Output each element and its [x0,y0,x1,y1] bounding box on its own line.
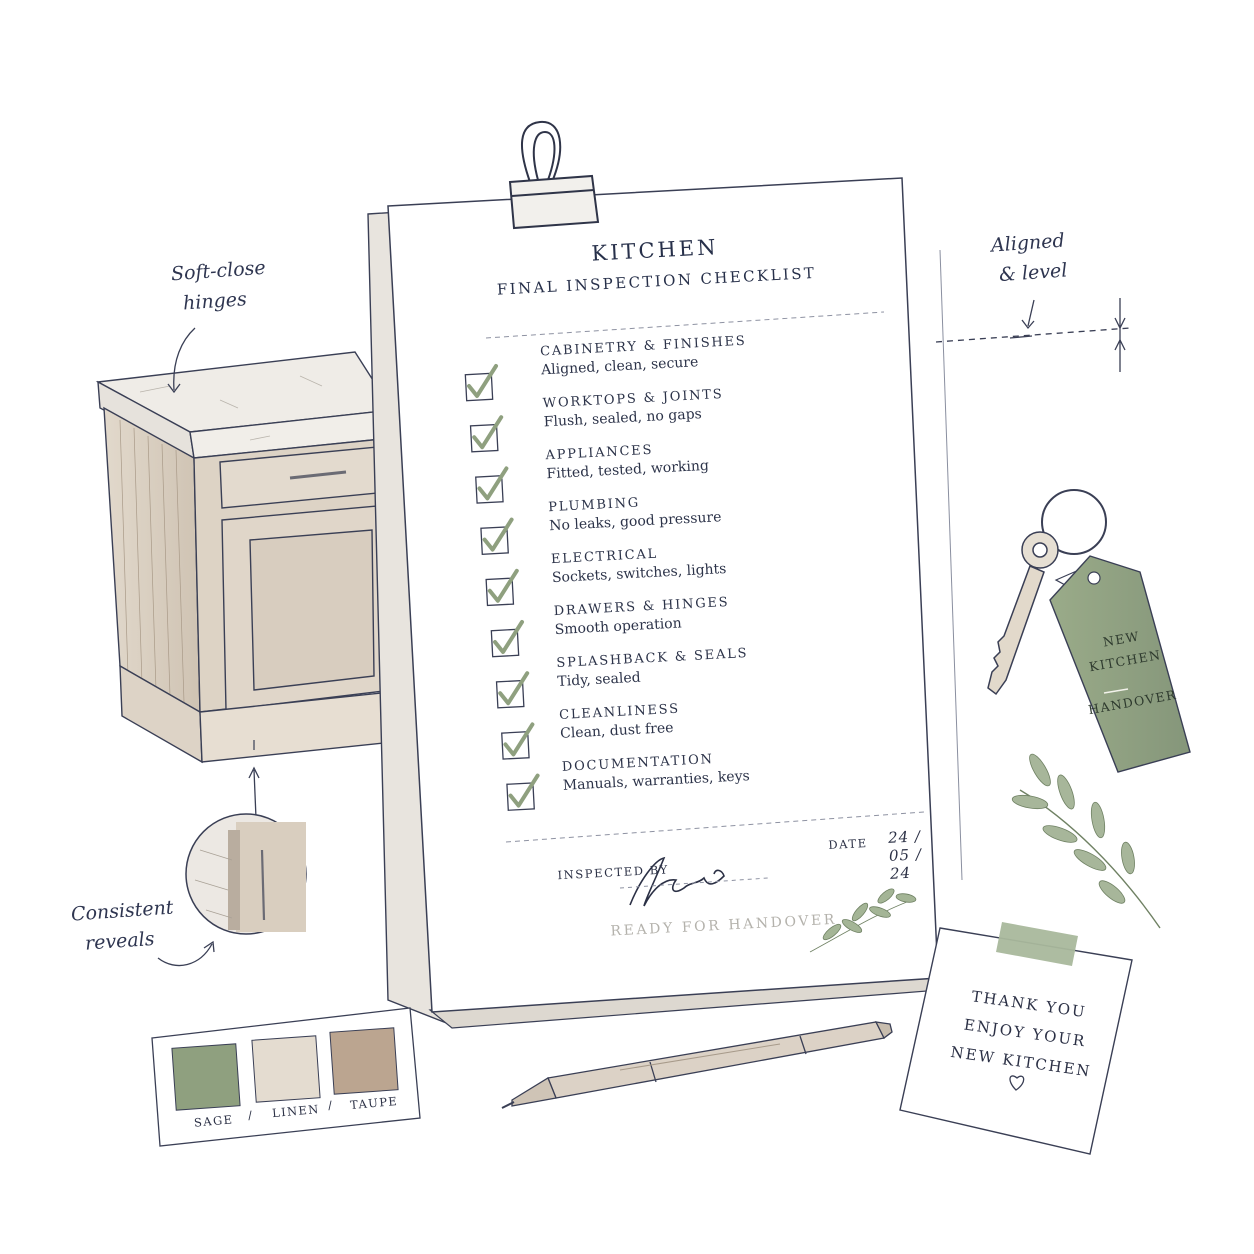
checkmark-icon [472,415,504,450]
checklist-item-desc: Clean, dust free [559,720,674,742]
checklist-item: CLEANLINESS Clean, dust free [559,702,681,742]
annotation-line: & level [998,259,1069,287]
checkmark-icon [487,568,519,603]
annotation-consistent-reveals: Consistent reveals [70,892,176,959]
leaf-branch-icon [1011,753,1161,929]
inspected-by-label: INSPECTED BY [557,862,670,883]
swatch-linen [251,1035,321,1103]
pen-illustration [501,1021,893,1109]
checklist-item: DRAWERS & HINGES Smooth operation [553,595,730,638]
cabinet-illustration [95,351,413,764]
heart-icon [1009,1075,1025,1091]
checklist-item: PLUMBING No leaks, good pressure [548,491,722,534]
swatch-separator: / [247,1107,254,1123]
checkmark-icon [482,517,514,552]
date-value: 24 / 05 / 24 [887,827,923,883]
checklist-sheet: KITCHEN FINAL INSPECTION CHECKLIST CABIN… [392,173,953,989]
swatch-card [151,1007,421,1147]
reveal-detail-circle [185,813,307,935]
checklist-item: SPLASHBACK & SEALS Tidy, sealed [556,646,750,690]
leaf-sprig-icon [809,888,917,953]
checkmark-icon [467,364,498,398]
checklist-item: APPLIANCES Fitted, tested, working [545,440,709,483]
key-ring-illustration [987,489,1107,696]
checklist-item: WORKTOPS & JOINTS Flush, sealed, no gaps [542,387,724,430]
annotation-aligned-level: Aligned & level [990,225,1068,290]
signature [629,856,725,907]
handover-key-tag [1049,555,1191,773]
annotation-arrows [157,249,1131,967]
checkmark-icon [477,466,509,501]
checkmark-icon [493,620,524,654]
thank-you-card [899,922,1133,1155]
annotation-soft-close-hinges: Soft-close hinges [170,253,269,319]
swatch-sage [171,1043,241,1111]
swatch-separator: / [327,1097,334,1113]
checklist-item: DOCUMENTATION Manuals, warranties, keys [562,750,751,794]
date-label: DATE [827,835,869,853]
checklist-item: CABINETRY & FINISHES Aligned, clean, sec… [540,334,748,379]
ready-for-handover-stamp: READY FOR HANDOVER [610,911,838,940]
checkmark-icon [508,773,540,808]
checklist-item: ELECTRICAL Sockets, switches, lights [551,543,727,587]
checkmark-icon [498,671,530,706]
checkbox-group [464,364,540,811]
checkmark-icon [503,722,535,757]
binder-clip [508,120,600,230]
swatch-taupe [329,1027,399,1095]
